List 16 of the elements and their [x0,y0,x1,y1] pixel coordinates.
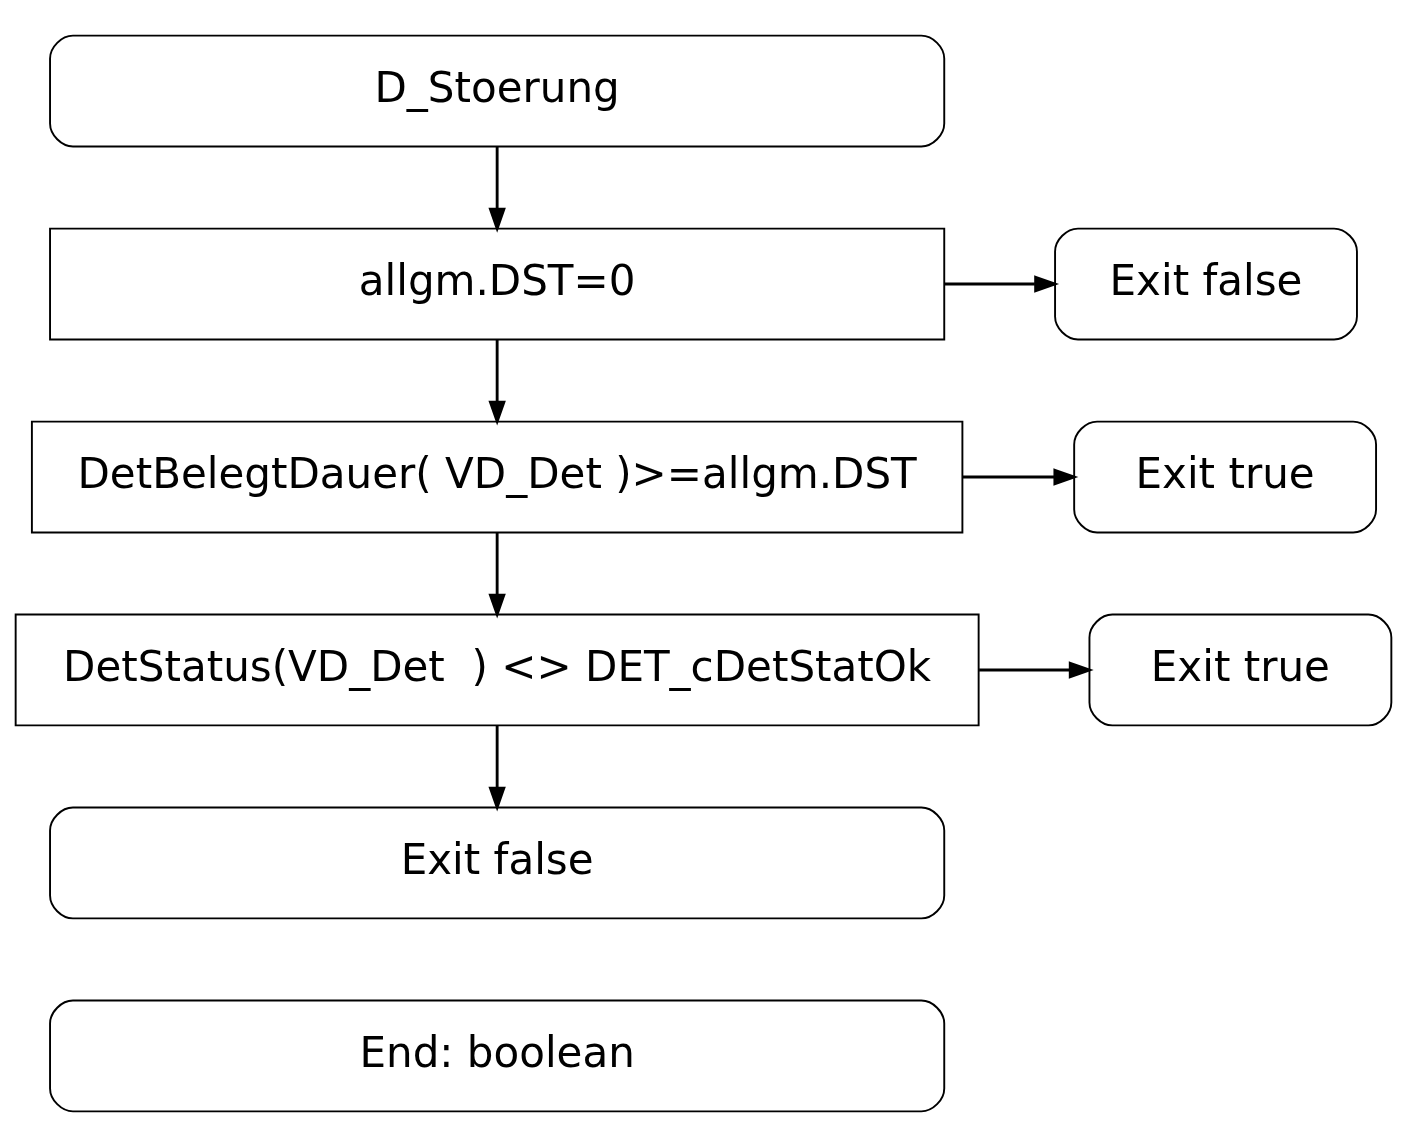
node-box: D_Stoerung [49,34,946,147]
node-box: Exit false [49,806,946,919]
node-box: Exit false [1054,227,1358,340]
arrow [962,467,1079,486]
node-box: End: boolean [49,999,946,1112]
arrow [488,725,506,812]
node-box: allgm.DST=0 [49,227,946,340]
arrow [488,339,506,426]
arrow [979,660,1094,679]
node-box: Exit true [1088,613,1393,726]
node-box: Exit true [1073,420,1377,533]
arrow [944,274,1060,293]
arrow [488,146,506,233]
node-box: DetBelegtDauer( VD_Det )>=allgm.DST [30,420,964,533]
node-box: DetStatus(VD_Det ) <> DET_cDetStatOk [14,613,980,726]
arrow [488,532,506,619]
